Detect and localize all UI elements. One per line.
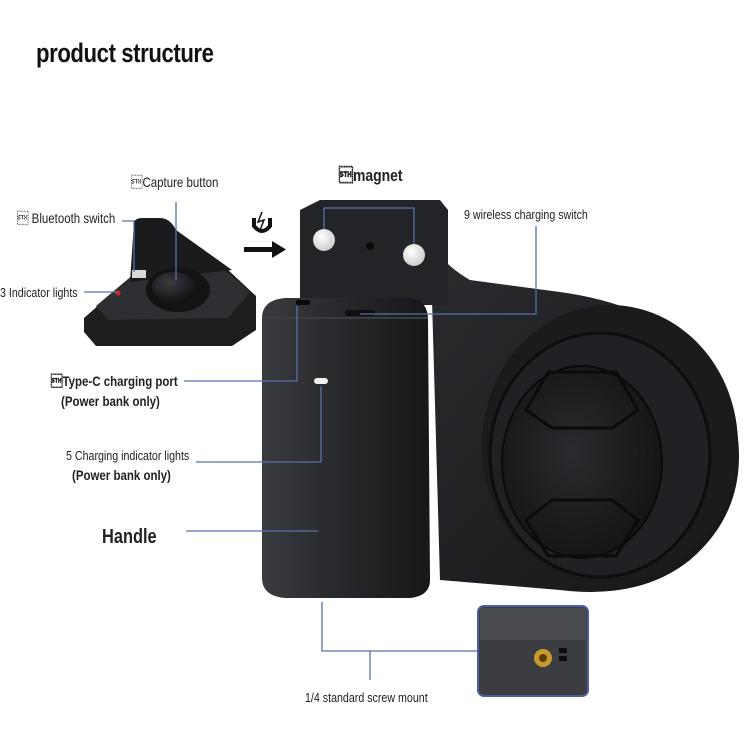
usb-c-port [296,300,310,305]
label-charging-note: (Power bank only) [72,467,171,483]
handle-body [262,298,430,598]
charging-led [314,378,328,384]
label-screw-mount: 1/4 standard screw mount [305,690,428,705]
label-typec-note: (Power bank only) [61,393,160,409]
red-indicator-dot [115,290,121,296]
label-typec-port: Type-C charging port [51,373,178,389]
leader-bluetooth [122,220,135,272]
label-indicator-lights: 3 Indicator lights [0,285,78,300]
leader-lines [84,202,537,680]
label-charging-indicator: 5 Charging indicator lights [66,448,190,463]
label-handle: Handle [102,526,157,548]
remote-shutter [84,218,256,346]
leader-wireless [360,226,537,315]
magnet-plate [300,200,448,305]
leader-typec [184,306,298,382]
magnet-left [313,229,335,251]
magnet-right [403,244,425,266]
leader-magnet [323,207,415,244]
leader-charging [196,386,322,463]
wireless-switch-slot [345,310,375,316]
page-title: product structure [36,38,214,68]
arrow-right-icon [244,241,286,258]
magnet-icon [252,211,272,233]
label-capture-button: Capture button [131,174,219,190]
label-wireless-charging-switch: 9 wireless charging switch [464,207,588,222]
device-body [430,230,739,592]
bluetooth-switch-knob [132,270,146,278]
leader-screw [321,602,478,652]
screw-mount-inset [477,605,589,697]
disc-groove-bottom [524,498,640,558]
disc-groove-top [524,370,640,430]
label-magnet: magnet [339,166,403,185]
label-bluetooth-switch:  Bluetooth switch [17,210,116,226]
capture-button-icon [152,272,196,302]
